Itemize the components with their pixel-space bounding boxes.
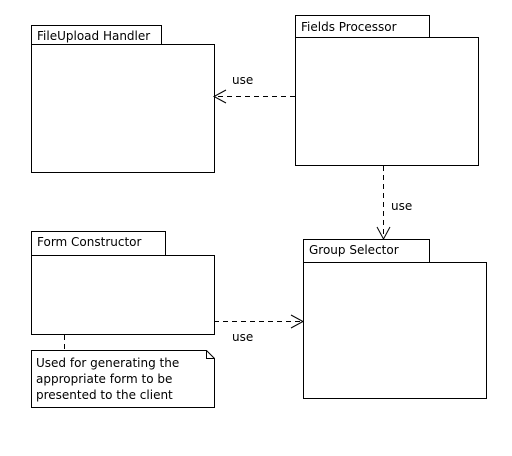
package-name: Form Constructor — [37, 235, 142, 249]
package-fields-processor[interactable]: Fields Processor — [295, 15, 479, 166]
package-fileupload-handler[interactable]: FileUpload Handler — [31, 25, 215, 173]
note-line: Used for generating the — [36, 356, 179, 370]
package-name: FileUpload Handler — [37, 29, 150, 43]
package-name: Fields Processor — [301, 20, 397, 34]
note-line: appropriate form to be — [36, 372, 172, 386]
open-arrow-icon — [376, 226, 391, 241]
note-box — [31, 350, 215, 408]
package-group-selector[interactable]: Group Selector — [303, 239, 487, 399]
dependency-label: use — [391, 199, 412, 213]
open-arrow-icon — [212, 89, 227, 104]
open-arrow-icon — [290, 314, 305, 329]
dependency-processor-to-fileupload[interactable]: use — [212, 73, 295, 104]
dependency-label: use — [232, 330, 253, 344]
note-form-constructor[interactable]: Used for generating the appropriate form… — [31, 335, 215, 408]
dependency-form-to-group[interactable]: use — [214, 314, 305, 344]
package-body — [295, 37, 479, 166]
dependency-label: use — [232, 73, 253, 87]
note-line: presented to the client — [36, 388, 173, 402]
package-body — [31, 255, 215, 335]
package-body — [303, 262, 487, 399]
dependency-processor-to-group[interactable]: use — [376, 166, 412, 241]
package-name: Group Selector — [309, 243, 399, 257]
package-body — [31, 44, 215, 173]
package-form-constructor[interactable]: Form Constructor — [31, 231, 215, 335]
note-fold-icon — [206, 350, 215, 359]
